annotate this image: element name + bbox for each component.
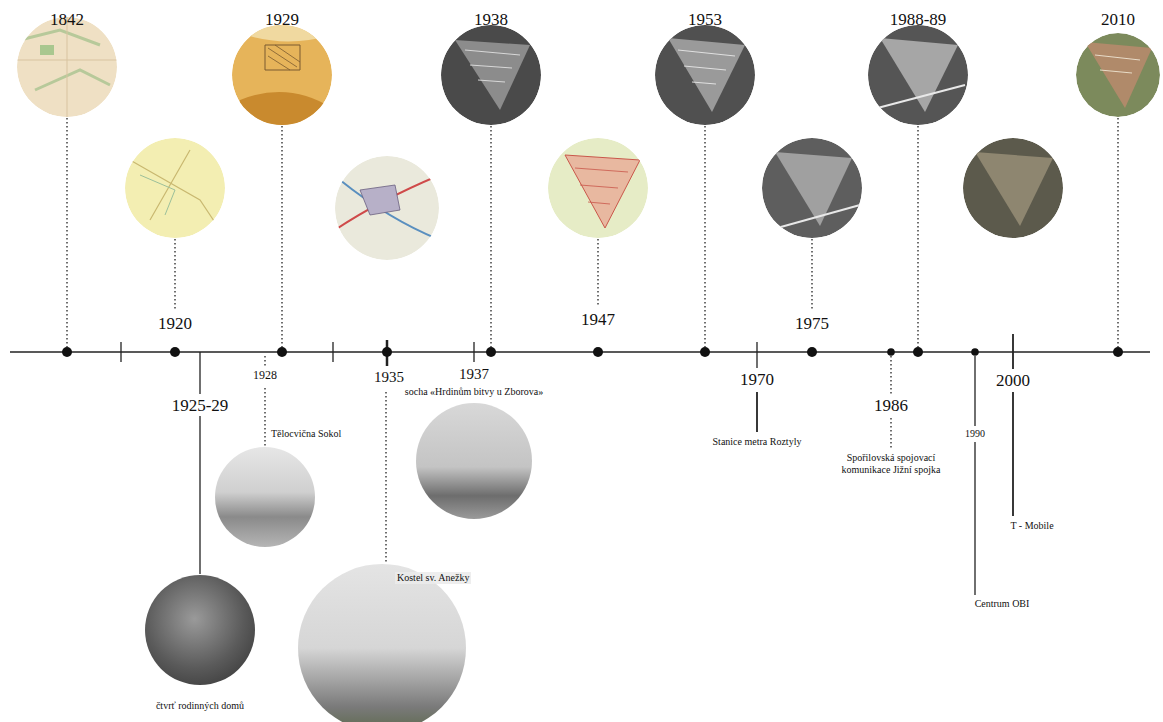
district-photo: čtvrť rodinných domů bbox=[145, 575, 255, 685]
aerial-1988 bbox=[868, 25, 968, 125]
year-label: 1953 bbox=[688, 10, 722, 30]
map-1920 bbox=[125, 138, 225, 238]
photo-caption: socha «Hrdinům bitvy u Zborova» bbox=[405, 386, 543, 398]
year-label: 1937 bbox=[459, 366, 489, 383]
year-label: 1938 bbox=[474, 10, 508, 30]
year-label: 1970 bbox=[740, 370, 774, 390]
year-label: 2010 bbox=[1101, 10, 1135, 30]
year-label: 1842 bbox=[50, 10, 84, 30]
year-label: 1988-89 bbox=[890, 10, 947, 30]
year-label: 1986 bbox=[874, 396, 908, 416]
aerial-1975 bbox=[762, 138, 862, 238]
year-label: 1928 bbox=[253, 369, 277, 383]
aerial-2010 bbox=[1076, 33, 1160, 117]
aerial-1953 bbox=[655, 25, 755, 125]
year-label: 1929 bbox=[265, 10, 299, 30]
event-label: Spořilovská spojovací komunikace Jižní s… bbox=[826, 452, 956, 475]
map-1929 bbox=[232, 25, 335, 130]
event-label: Stanice metra Roztyly bbox=[713, 436, 802, 448]
statue-photo: socha «Hrdinům bitvy u Zborova» bbox=[416, 403, 532, 519]
year-label: 1935 bbox=[374, 369, 404, 386]
event-label: T - Mobile bbox=[1010, 520, 1053, 532]
year-label: 1947 bbox=[581, 310, 615, 330]
map-1935 bbox=[335, 156, 440, 260]
photo-caption: Tělocvična Sokol bbox=[271, 428, 341, 440]
axis-ticks bbox=[121, 334, 1013, 595]
sokol-photo: Tělocvična Sokol bbox=[215, 447, 315, 547]
map-1842 bbox=[17, 17, 117, 117]
year-label: 2000 bbox=[996, 371, 1030, 391]
axis-dots bbox=[62, 347, 1123, 357]
map-1947 bbox=[548, 138, 648, 238]
aerial-2000 bbox=[963, 138, 1063, 238]
church-photo: Kostel sv. Anežky bbox=[298, 564, 466, 722]
photo-caption: Kostel sv. Anežky bbox=[395, 572, 471, 584]
photo-caption: čtvrť rodinných domů bbox=[156, 700, 244, 712]
aerial-1938 bbox=[441, 25, 541, 125]
year-label: 1925-29 bbox=[172, 396, 229, 416]
axis-line bbox=[10, 351, 1150, 352]
year-label: 1975 bbox=[795, 314, 829, 334]
leader-lines bbox=[67, 118, 1118, 563]
year-label: 1920 bbox=[158, 314, 192, 334]
event-label: Centrum OBI bbox=[975, 598, 1030, 610]
year-label: 1990 bbox=[965, 428, 985, 440]
